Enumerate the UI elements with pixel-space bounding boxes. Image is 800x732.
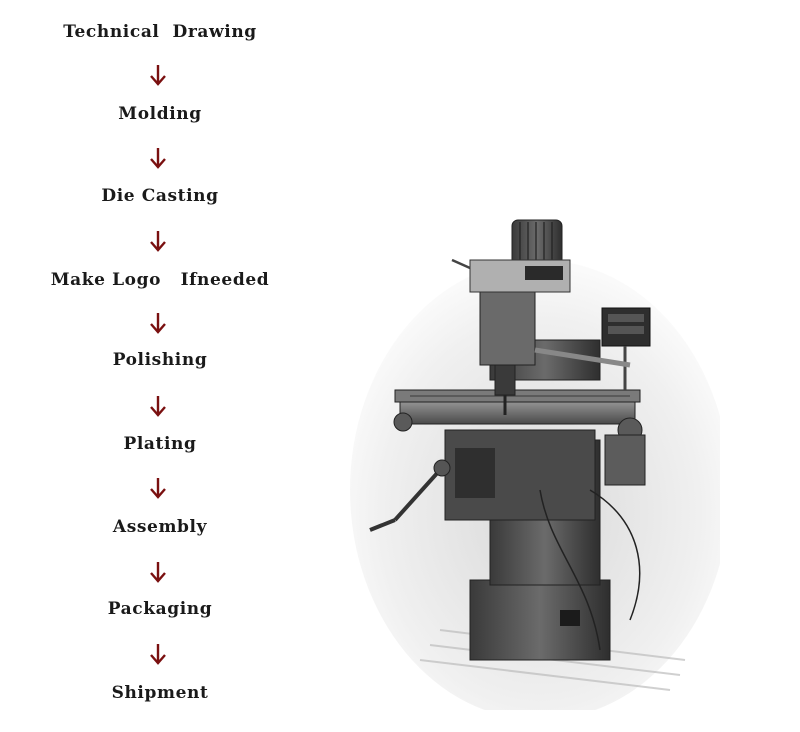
step-shipment: Shipment [111,683,209,703]
step-assembly: Assembly [112,517,208,537]
step-die-casting: Die Casting [101,186,219,206]
down-arrow-icon [150,396,166,417]
step-technical-drawing: Technical Drawing [63,22,257,42]
down-arrow-icon [150,644,166,665]
down-arrow-icon [150,148,166,169]
step-molding: Molding [118,104,202,124]
step-plating: Plating [123,434,197,454]
down-arrow-icon [150,313,166,334]
milling-machine-image [350,219,720,710]
step-polishing: Polishing [112,350,208,370]
process-flow: Technical Drawing Molding Die Casting Ma… [0,0,320,732]
down-arrow-icon [150,231,166,252]
step-packaging: Packaging [107,599,213,619]
down-arrow-icon [150,65,166,86]
down-arrow-icon [150,478,166,499]
step-make-logo: Make Logo Ifneeded [50,270,270,290]
down-arrow-icon [150,562,166,583]
